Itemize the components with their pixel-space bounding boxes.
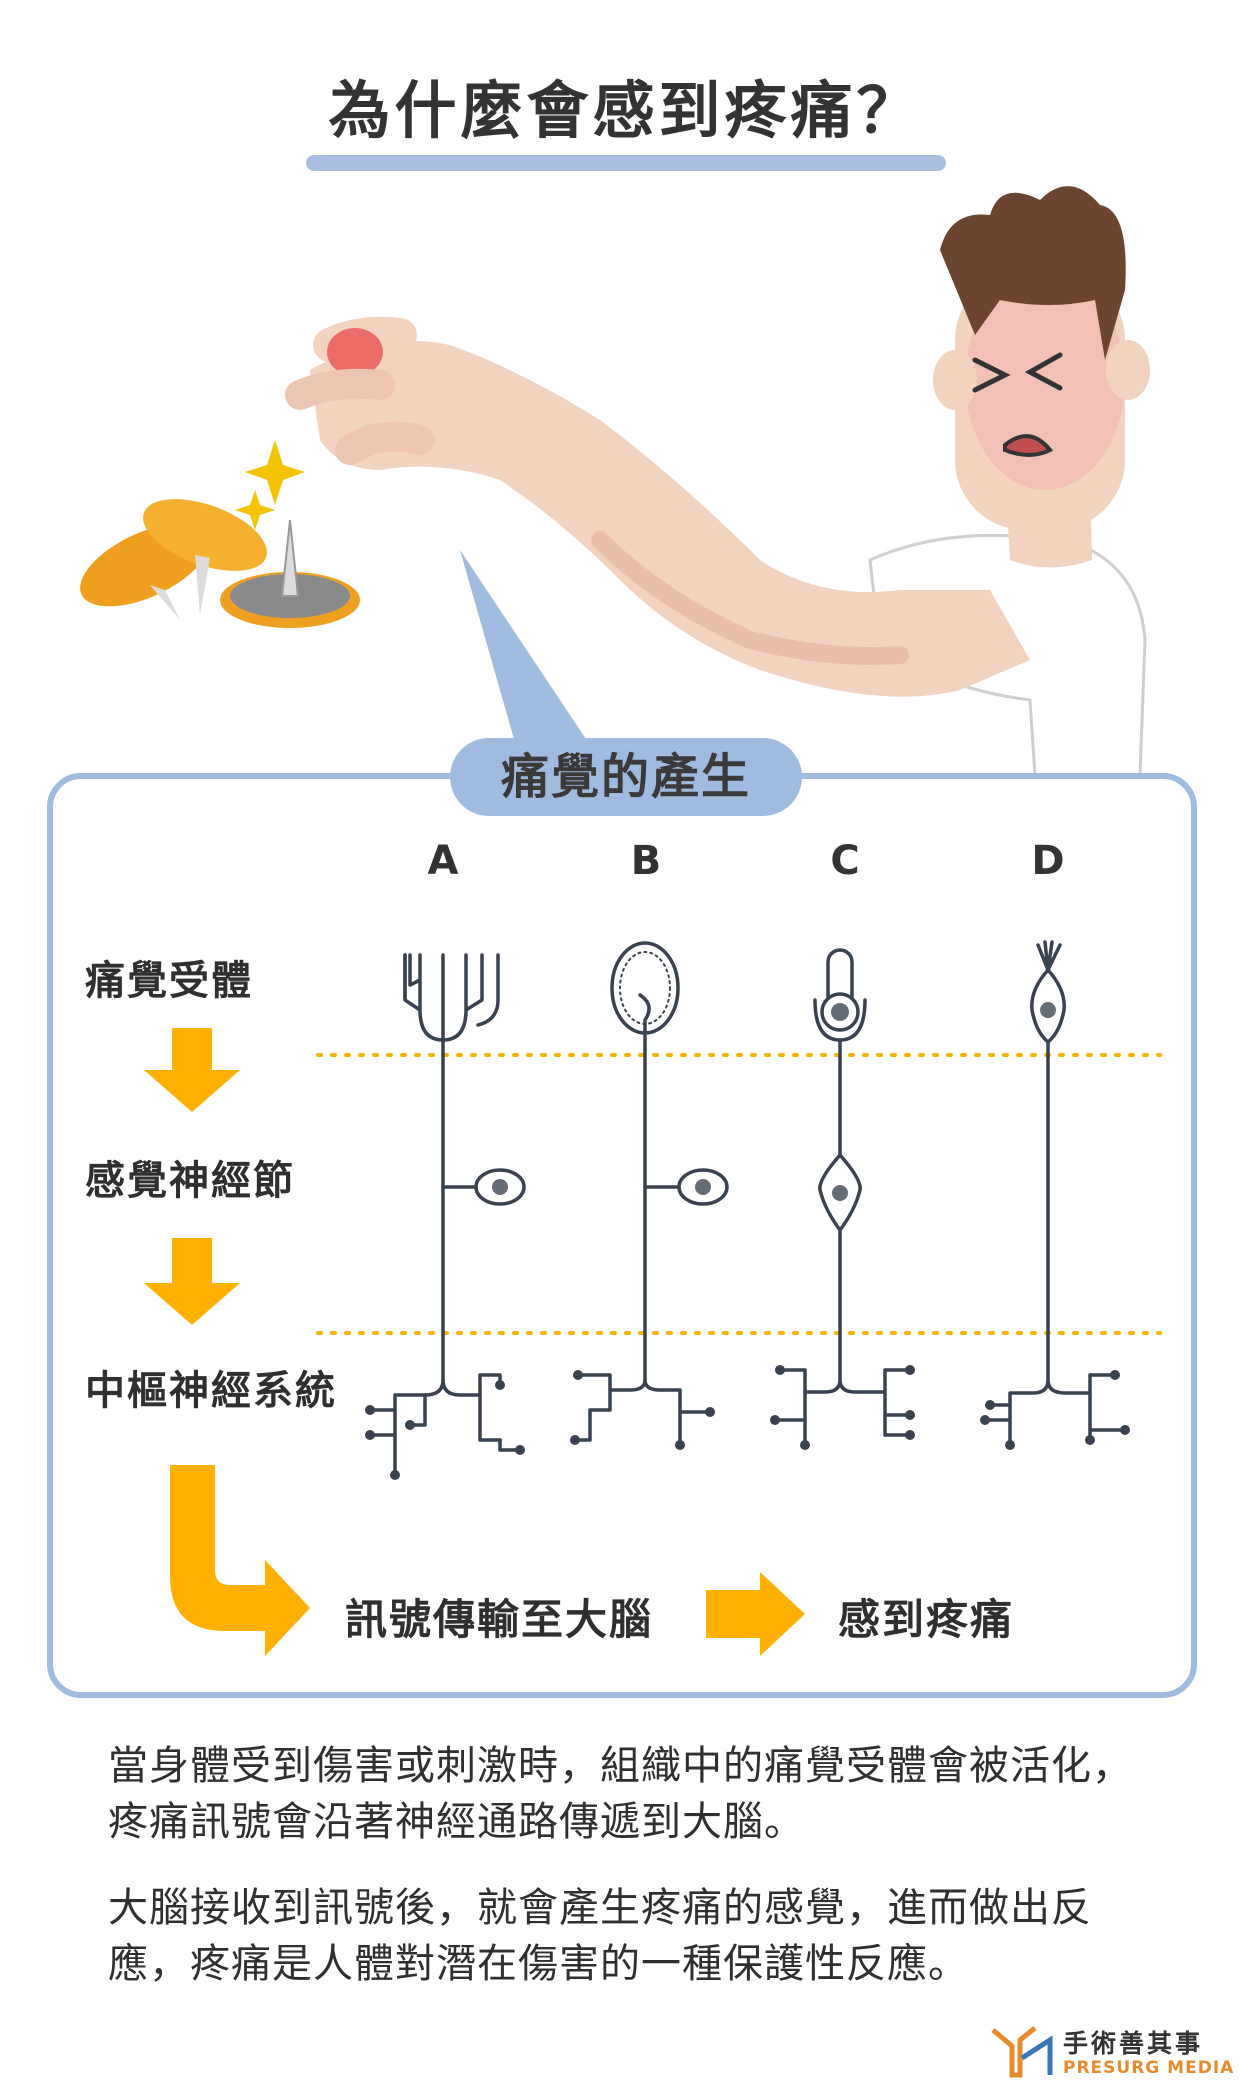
finger-curl (335, 421, 435, 465)
pain-generation-panel (47, 773, 1197, 1698)
arm (310, 340, 1030, 697)
paragraph-1: 當身體受到傷害或刺激時，組織中的痛覺受體會被活化，疼痛訊號會沿著神經通路傳遞到大… (108, 1743, 1133, 1845)
bent-arrow (170, 1465, 310, 1656)
eye-left-icon (972, 357, 1011, 393)
cns-branches-a (368, 1373, 522, 1477)
pushpin-flat-needle (280, 519, 300, 597)
ear-left (933, 350, 977, 410)
panel-heading: 痛覺的產生 (450, 738, 802, 816)
arm-inner (591, 531, 909, 665)
finger-thumb (285, 368, 395, 410)
pushpin-head-2 (143, 499, 267, 571)
logo-name-en: PRESURG MEDIA (1063, 2058, 1235, 2078)
title-underline (306, 155, 946, 171)
ear-right (1106, 340, 1150, 400)
neuron-b (610, 941, 729, 1382)
neuron-c (813, 948, 867, 1382)
page-title: 為什麼會感到疼痛？ (328, 74, 923, 147)
stage-label-ganglion: 感覺神經節 (77, 1148, 305, 1206)
cns-branches-d (983, 1373, 1127, 1447)
column-label-b: B (630, 838, 662, 884)
column-label-d: D (1031, 838, 1065, 884)
neuron-diagram (144, 940, 1162, 1656)
dendrite-tips (365, 1365, 1130, 1480)
sparkle-icon (245, 440, 305, 505)
nucleus-c (832, 1185, 848, 1201)
stage-cns-text: 中樞神經系統 (85, 1368, 337, 1414)
nucleus-c-receptor (831, 1003, 849, 1021)
hair (940, 186, 1126, 360)
down-arrow-2 (144, 1238, 240, 1325)
flow-step-pain: 感到疼痛 (838, 1595, 1015, 1644)
pushpin-needle-1 (150, 585, 180, 620)
nucleus-a (492, 1179, 508, 1195)
eye-right-icon (1024, 352, 1063, 391)
stage-label-cns: 中樞神經系統 (77, 1358, 347, 1416)
down-arrow-1 (144, 1028, 240, 1112)
logo-name-cn: 手術善其事 (1063, 2029, 1204, 2058)
neuron-a (403, 953, 526, 1382)
cns-branches-c (773, 1368, 912, 1447)
flow-step-signal: 訊號傳輸至大腦 (345, 1595, 654, 1644)
stage-receptor-text: 痛覺受體 (85, 958, 253, 1004)
mouth-icon (1003, 434, 1054, 457)
stage-ganglion-text: 感覺神經節 (85, 1158, 295, 1204)
paragraph-2: 大腦接收到訊號後，就會產生疼痛的感覺，進而做出反應，疼痛是人體對潛在傷害的一種保… (108, 1885, 1092, 1987)
sparkle-small-icon (235, 490, 275, 530)
column-label-c: C (830, 838, 860, 884)
pain-fingertip (327, 328, 383, 376)
head (955, 270, 1125, 530)
column-label-a: A (427, 838, 459, 884)
pushpin-needle-2 (195, 555, 210, 615)
right-arrow (706, 1572, 805, 1656)
callout-pointer (460, 550, 600, 760)
stage-label-receptor: 痛覺受體 (77, 948, 263, 1006)
nucleus-d (1040, 1002, 1056, 1018)
nucleus-b (695, 1179, 711, 1195)
cns-branches-b (573, 1373, 712, 1447)
pain-illustration (80, 186, 1150, 777)
